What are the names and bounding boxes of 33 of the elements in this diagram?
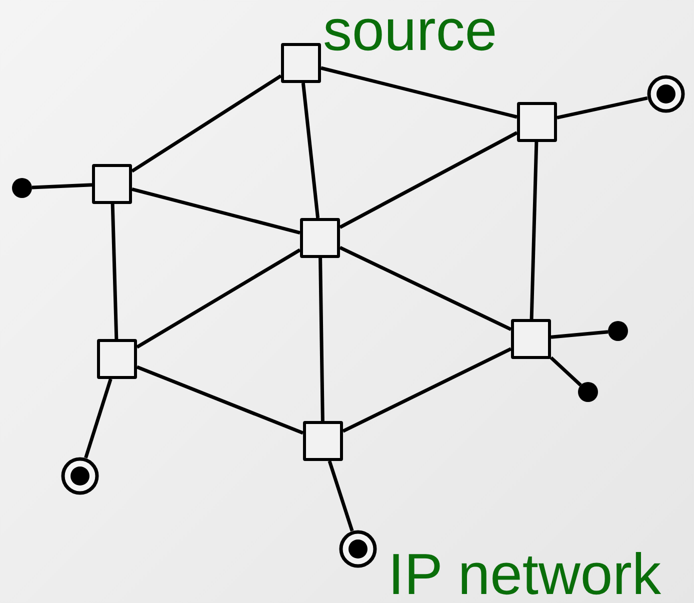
host-dot — [608, 321, 628, 341]
ringed-host-dot — [61, 457, 99, 495]
link-line — [530, 142, 538, 320]
link-line — [550, 330, 608, 339]
link-line — [318, 258, 324, 422]
link-line — [32, 183, 92, 190]
host-dot — [578, 382, 598, 402]
link-line — [84, 378, 112, 458]
link-line — [342, 347, 512, 433]
link-line — [550, 356, 582, 386]
link-line — [339, 246, 512, 331]
router-box — [92, 164, 132, 204]
link-line — [132, 188, 300, 234]
link-line — [556, 96, 648, 120]
network-label: source — [323, 2, 498, 60]
ringed-host-dot — [647, 75, 685, 113]
link-line — [301, 82, 320, 218]
router-box — [517, 102, 557, 142]
router-box — [97, 339, 137, 379]
link-line — [136, 248, 301, 349]
router-box — [303, 421, 343, 461]
network-label: IP network — [388, 546, 661, 603]
link-line — [320, 66, 518, 119]
router-box — [300, 218, 340, 258]
router-box — [281, 43, 321, 83]
link-line — [136, 365, 304, 435]
link-line — [110, 204, 118, 340]
link-line — [328, 460, 354, 532]
link-line — [131, 74, 282, 173]
link-line — [339, 131, 518, 229]
host-dot — [12, 178, 32, 198]
ringed-host-dot — [339, 530, 377, 568]
router-box — [511, 319, 551, 359]
